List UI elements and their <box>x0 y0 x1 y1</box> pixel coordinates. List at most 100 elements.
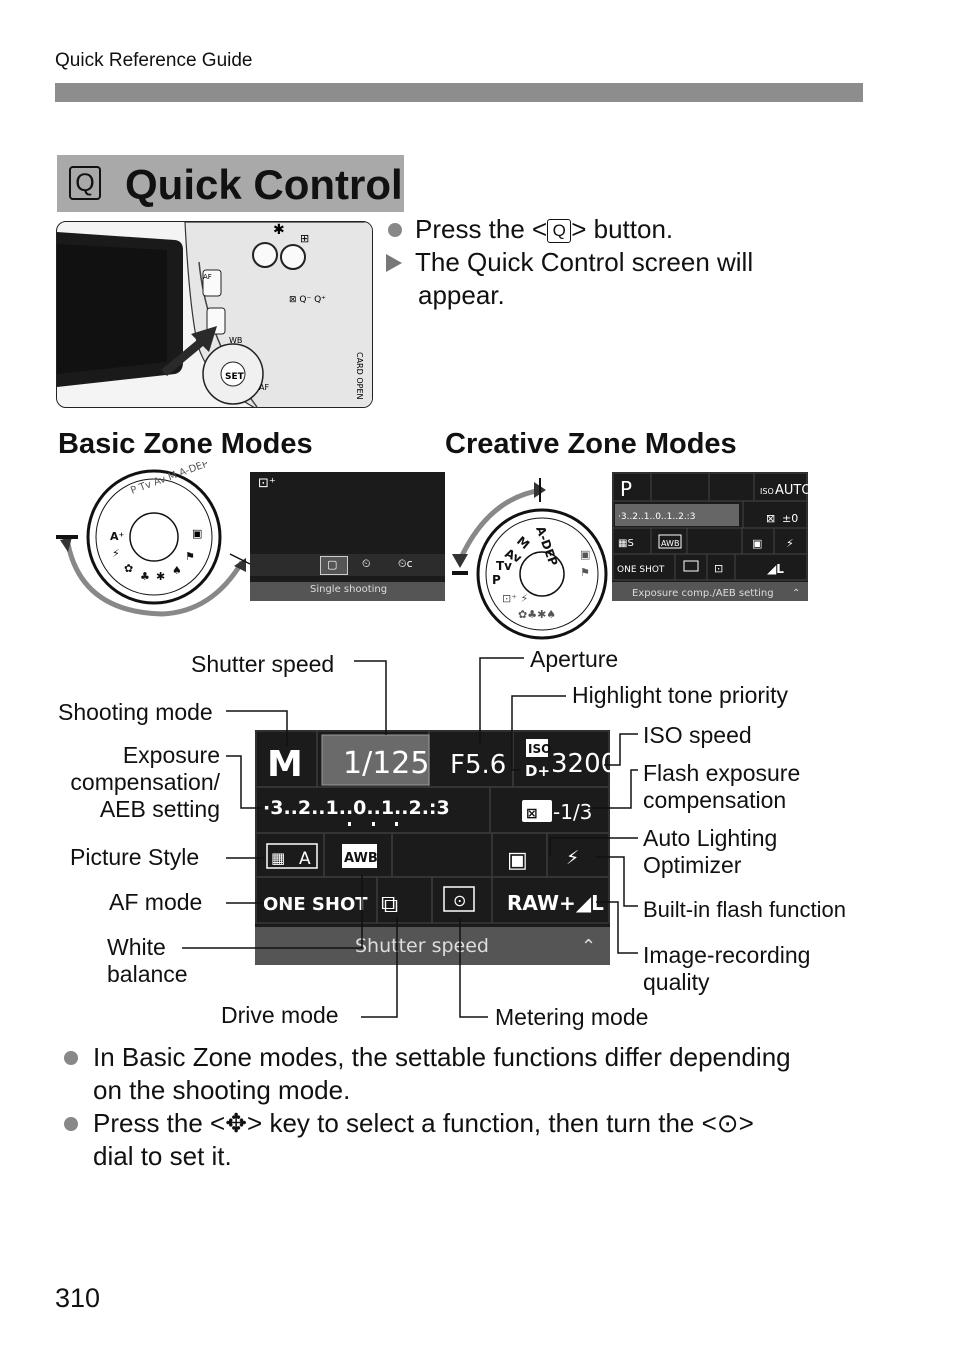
svg-text:A⁺: A⁺ <box>110 530 125 543</box>
label-quality-1: Image-recording <box>643 942 811 968</box>
screen-shutter: 1/125 <box>343 746 429 781</box>
svg-text:AF: AF <box>203 273 212 281</box>
section-title: Quick Control <box>125 161 403 208</box>
svg-text:⊡: ⊡ <box>714 562 723 575</box>
screen-iso: 3200 <box>551 749 610 779</box>
svg-text:♣: ♣ <box>140 570 150 583</box>
creative-exposure-scale: ·3..2..1..0..1..2.:3 <box>618 512 695 522</box>
svg-text:⊠ Q⁻ Q⁺: ⊠ Q⁻ Q⁺ <box>289 295 326 305</box>
label-drive-mode: Drive mode <box>221 1002 339 1028</box>
creative-af-mode: ONE SHOT <box>617 565 665 575</box>
camera-back-photo: ✱ ⊞ SET WB AF AF CARD OPEN ⊠ Q⁻ Q⁺ <box>56 221 373 408</box>
step-1: Press the <Q> button. <box>386 213 753 246</box>
note-2: Press the <✥> key to select a function, … <box>62 1107 852 1173</box>
screen-quality: RAW+◢L <box>507 891 604 915</box>
svg-text:⌃: ⌃ <box>581 936 596 957</box>
notes: In Basic Zone modes, the settable functi… <box>62 1041 852 1173</box>
svg-text:Tv: Tv <box>496 559 512 573</box>
label-metering-mode: Metering mode <box>495 1004 649 1030</box>
label-white-1: White <box>107 934 166 960</box>
header-bar <box>55 83 863 102</box>
label-highlight: Highlight tone priority <box>572 682 789 708</box>
step-2: The Quick Control screen will <box>386 246 753 279</box>
bullet-icon <box>388 223 402 237</box>
svg-text:⊠: ⊠ <box>766 512 775 525</box>
note-2-line-1: Press the <✥> key to select a function, … <box>93 1107 852 1140</box>
note-2-text-c: > <box>738 1108 754 1138</box>
screen-style-label: A <box>299 849 311 869</box>
svg-text:⊙: ⊙ <box>453 891 466 910</box>
screen-aperture: F5.6 <box>450 750 506 780</box>
quick-control-icon: Q <box>69 166 101 200</box>
creative-zone-screen: P ISO AUTO ·3..2..1..0..1..2.:3 ⊠ ±0 ▦S … <box>612 472 812 601</box>
label-builtin-flash: Built-in flash function <box>643 897 846 922</box>
label-af-mode: AF mode <box>109 889 203 915</box>
svg-text:✿♣✱♠: ✿♣✱♠ <box>518 608 556 621</box>
label-quality: Image-recording quality <box>643 942 810 996</box>
svg-text:✿: ✿ <box>124 562 133 575</box>
result-arrow-icon <box>386 254 402 272</box>
svg-text:▣: ▣ <box>507 848 528 873</box>
quick-control-screen: M 1/125 F5.6 ISO D+ 3200 ·3..2..1..0..1.… <box>255 730 617 965</box>
label-white-2: balance <box>107 961 188 987</box>
label-exposure: Exposure compensation/ AEB setting <box>60 742 220 823</box>
step-2-line-2: appear. <box>418 280 505 310</box>
label-white-balance: White balance <box>107 934 188 988</box>
svg-text:⧉: ⧉ <box>381 890 398 918</box>
basic-mode-dial: P Tv Av M A-DEP A⁺⚡✿ ♣✱♠⚑ ▣ <box>56 462 251 617</box>
svg-text:CARD OPEN: CARD OPEN <box>355 352 364 399</box>
svg-text:⚡: ⚡ <box>112 547 120 560</box>
q-button-icon: Q <box>547 219 572 243</box>
guide-header: Quick Reference Guide <box>55 50 253 71</box>
svg-text:⊠: ⊠ <box>526 806 538 822</box>
page-number: 310 <box>55 1283 101 1313</box>
svg-text:⚡: ⚡ <box>786 537 794 550</box>
auto-mode-icon: ⊡⁺ <box>258 476 276 491</box>
label-shooting-mode: Shooting mode <box>58 699 213 725</box>
note-1-line-2: on the shooting mode. <box>93 1075 351 1105</box>
screen-af-mode: ONE SHOT <box>263 894 368 915</box>
screen-iso-badge: ISO <box>528 742 551 756</box>
creative-flash-comp: ±0 <box>782 512 798 525</box>
svg-text:ISO: ISO <box>760 487 774 496</box>
remote-icon: ⏲c <box>398 557 413 570</box>
basic-zone-screen: ⊡⁺ ▢ ⏲ ⏲c Single shooting <box>250 472 445 601</box>
step-2-line-1: The Quick Control screen will <box>415 247 754 277</box>
svg-text:⚑: ⚑ <box>185 550 195 563</box>
main-dial-icon: ⊙ <box>716 1108 739 1138</box>
bullet-icon <box>64 1051 78 1065</box>
creative-mode-dial: A-DEP M Av Tv P ⊡⁺ ⚡✿♣✱♠⚑▣ <box>452 478 608 640</box>
note-2-line-2: dial to set it. <box>93 1141 232 1171</box>
note-1: In Basic Zone modes, the settable functi… <box>62 1041 852 1107</box>
note-2-text-a: Press the < <box>93 1108 226 1138</box>
screen-wb: AWB <box>344 851 378 866</box>
label-picture-style: Picture Style <box>70 844 200 870</box>
svg-text:⊡⁺ ⚡: ⊡⁺ ⚡ <box>502 592 528 605</box>
label-flash-1: Flash exposure <box>643 760 801 786</box>
screen-exposure-scale: ·3..2..1..0..1..2.:3 <box>263 797 450 819</box>
svg-text:◢L: ◢L <box>767 562 784 576</box>
label-exposure-1: Exposure <box>122 742 220 768</box>
svg-text:✱: ✱ <box>156 570 165 583</box>
single-shot-icon: ▢ <box>327 558 338 571</box>
label-exposure-2: compensation/ <box>70 769 220 795</box>
svg-text:▦: ▦ <box>271 849 285 867</box>
screen-mode: M <box>267 744 303 785</box>
svg-text:⚑: ⚑ <box>580 566 590 579</box>
label-alo-1: Auto Lighting <box>643 825 778 851</box>
creative-iso: AUTO <box>775 483 808 498</box>
svg-text:SET: SET <box>225 372 245 382</box>
screen-footer: Shutter speed <box>355 935 489 957</box>
creative-mode-letter: P <box>620 477 632 501</box>
label-exposure-3: AEB setting <box>99 796 220 822</box>
creative-wb: AWB <box>661 539 679 548</box>
wb-label: WB <box>229 336 242 345</box>
cross-keys-icon: ✥ <box>225 1108 248 1138</box>
steps: Press the <Q> button. The Quick Control … <box>386 213 753 312</box>
self-timer-icon: ⏲ <box>362 557 371 570</box>
label-aperture: Aperture <box>530 646 619 672</box>
creative-zone-title: Creative Zone Modes <box>445 428 737 460</box>
section-title-box: Q Quick Control <box>57 155 404 212</box>
svg-text:⊞: ⊞ <box>300 232 309 245</box>
